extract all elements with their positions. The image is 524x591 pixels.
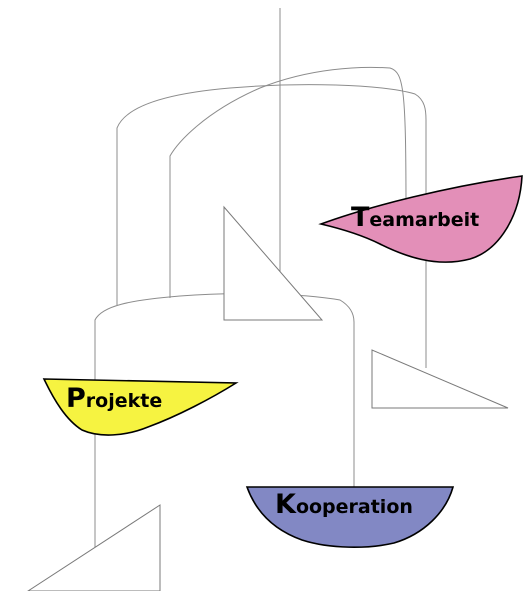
teamarbeit-label-initial: T [351, 202, 370, 233]
projekte-label-initial: P [66, 383, 86, 414]
right-triangle [371, 349, 509, 409]
teamarbeit-shape [318, 175, 523, 263]
projekte-shape [42, 378, 239, 436]
teamarbeit-label: Teamarbeit [351, 202, 479, 233]
teamarbeit-label-rest: eamarbeit [369, 209, 479, 231]
bottom-left-triangle [27, 504, 161, 591]
kooperation-shape [245, 486, 455, 548]
kooperation-label-initial: K [275, 489, 297, 520]
kooperation-label: Kooperation [275, 489, 413, 520]
center-triangle [223, 205, 324, 321]
projekte-label-rest: rojekte [86, 390, 162, 412]
projekte-label: Projekte [66, 383, 162, 414]
upper-arc-left [116, 84, 427, 368]
upper-arc-right [169, 66, 407, 298]
kooperation-label-rest: ooperation [296, 496, 413, 518]
